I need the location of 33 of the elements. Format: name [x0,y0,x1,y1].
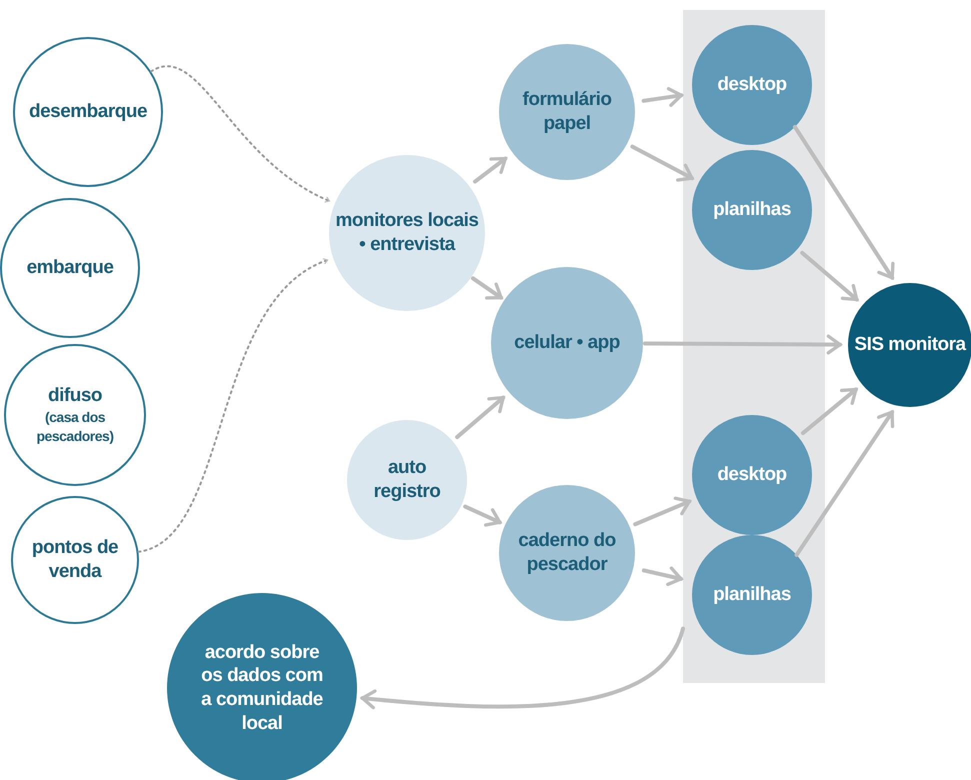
node-label: celular • app [513,331,621,355]
node-label: desktop [716,463,788,487]
node-label: monitores locais • entrevista [334,209,480,257]
arrow [800,387,858,436]
arrow [633,496,692,526]
node-label: desktop [716,73,788,97]
arrow [630,144,694,182]
node-label: difuso [47,384,103,408]
arrow [643,334,842,355]
node-label: planilhas [712,583,792,607]
arrow [642,87,684,107]
arrow [463,504,502,527]
arrow [455,396,506,440]
arrow [360,626,685,710]
node-label: planilhas [712,198,792,222]
node-subtitle: (casa dos pescadores) [36,408,114,446]
dotted-connector [137,258,328,553]
node-label: auto registro [372,456,442,504]
node-label: embarque [26,256,114,280]
node-label: SIS monitora [853,333,968,357]
node-label: desembarque [28,100,148,124]
arrow [470,276,504,300]
node-label: acordo sobre os dados com a comunidade local [200,640,324,736]
arrow [642,566,683,586]
arrow [794,410,894,557]
arrow [792,124,895,280]
arrow [473,156,508,184]
node-label: formulário papel [522,88,612,136]
node-label: caderno do pescador [517,529,617,577]
panel-background [683,10,825,683]
arrow [800,250,859,302]
dotted-connector [150,66,330,202]
node-label: pontos de venda [30,536,120,584]
